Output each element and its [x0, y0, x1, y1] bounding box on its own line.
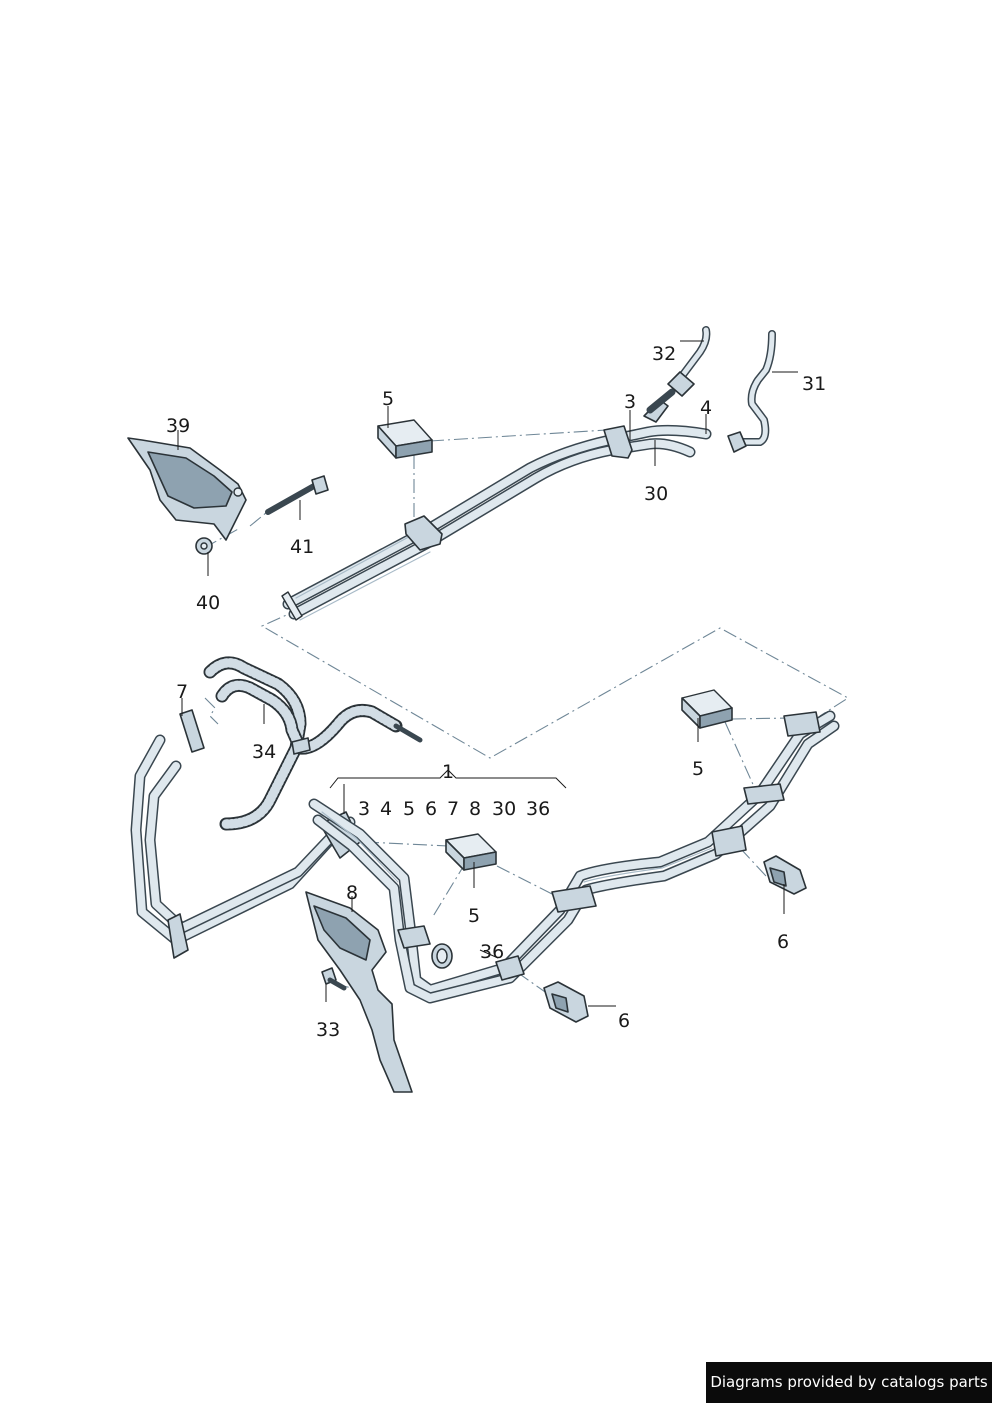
callout-8: 8: [346, 882, 358, 904]
credit-banner: Diagrams provided by catalogs parts: [706, 1362, 992, 1403]
callout-1: 1: [442, 761, 454, 783]
bolt-41: [265, 475, 329, 515]
clip-5-right: [681, 689, 733, 729]
assembly-item-5: 5: [403, 798, 415, 820]
callout-32: 32: [652, 343, 676, 365]
lower-main-bundle: [308, 710, 840, 1004]
clamp-36: [431, 943, 453, 969]
holder-6-right: [763, 855, 807, 895]
callout-5-mid: 5: [468, 905, 480, 927]
callout-5-top: 5: [382, 388, 394, 410]
bolt-33: [321, 967, 347, 991]
callout-31: 31: [802, 373, 826, 395]
callout-36: 36: [480, 941, 504, 963]
holder-6-mid: [543, 981, 589, 1023]
clip-5-top: [377, 419, 433, 459]
assembly-item-8: 8: [469, 798, 481, 820]
callout-40: 40: [196, 592, 220, 614]
callout-39: 39: [166, 415, 190, 437]
assembly-list: 3 4 5 6 7 8 30 36: [358, 798, 550, 820]
assembly-item-4: 4: [380, 798, 392, 820]
heat-shield-8: [305, 891, 413, 1093]
nut-40: [195, 537, 213, 555]
callout-5-right: 5: [692, 758, 704, 780]
callout-6-right: 6: [777, 931, 789, 953]
callout-6-mid: 6: [618, 1010, 630, 1032]
callout-labels: 32 31 3 4 5 30 39 41 40 7 34 1 5 5 36 6 …: [166, 343, 826, 1041]
clip-7: [179, 709, 205, 753]
assembly-item-6: 6: [425, 798, 437, 820]
callout-3: 3: [624, 391, 636, 413]
callout-34: 34: [252, 741, 276, 763]
callout-4: 4: [700, 397, 712, 419]
leader-lines: [177, 340, 798, 1007]
reference-lines: [203, 429, 850, 995]
callout-30: 30: [644, 483, 668, 505]
callout-7: 7: [176, 681, 188, 703]
clip-5-mid: [445, 833, 497, 871]
assembly-item-36: 36: [526, 798, 550, 820]
callout-41: 41: [290, 536, 314, 558]
heat-shield-39: [127, 437, 247, 541]
hose-34: [203, 656, 423, 831]
upper-pipe-bundle: [281, 326, 776, 621]
callout-33: 33: [316, 1019, 340, 1041]
assembly-item-3: 3: [358, 798, 370, 820]
assembly-item-30: 30: [492, 798, 516, 820]
assembly-item-7: 7: [447, 798, 459, 820]
